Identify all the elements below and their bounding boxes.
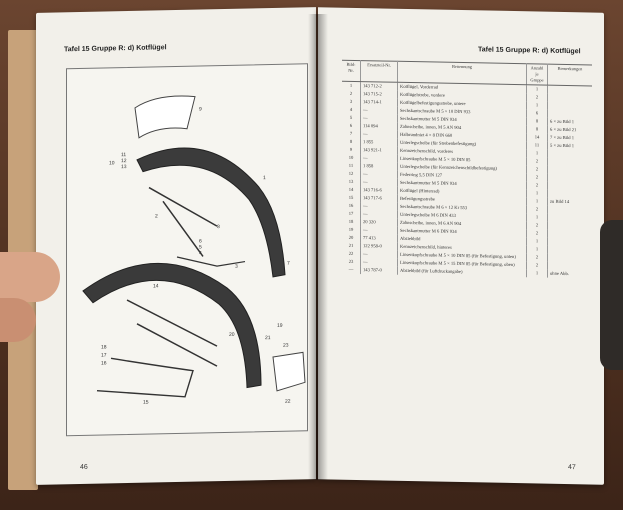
callout-2: 2 [155, 213, 158, 219]
left-finger [0, 298, 36, 342]
rear-fender [82, 262, 262, 389]
front-number-plate [134, 95, 196, 139]
callout-8: 8 [217, 224, 220, 230]
table-cell: 1 [526, 84, 548, 94]
left-page-header: Tafel 15 Gruppe R: d) Kotflügel [64, 44, 167, 54]
col-bild-nr: Bild-Nr. [342, 60, 361, 82]
callout-17: 17 [101, 352, 107, 358]
fender-illustration: 9 1 10 11 12 13 2 8 7 6 5 4 3 14 18 17 1… [66, 63, 308, 437]
table-cell: 143 787-0 [360, 266, 398, 275]
callout-20: 20 [229, 332, 235, 338]
parts-table: Bild-Nr. Ersatzteil-Nr. Benennung Anzahl… [342, 60, 592, 279]
left-thumb [0, 252, 60, 302]
right-hand [600, 220, 623, 370]
fender-exploded-view: 9 1 10 11 12 13 2 8 7 6 5 4 3 14 18 17 1… [82, 95, 306, 406]
callout-21: 21 [265, 335, 271, 341]
callout-3: 3 [235, 264, 238, 270]
right-page-number: 47 [568, 464, 576, 472]
open-book: Tafel 15 Gruppe R: d) Kotflügel 9 1 [36, 7, 604, 488]
callout-13: 13 [121, 164, 127, 170]
col-benennung: Benennung [397, 61, 527, 85]
callout-15: 15 [143, 400, 149, 406]
col-anzahl: Anzahl je Gruppe [526, 63, 548, 86]
col-bemerkungen: Bemerkungen [547, 64, 592, 87]
callout-19: 19 [277, 323, 283, 329]
callout-23: 23 [283, 343, 289, 349]
callout-1: 1 [263, 175, 266, 181]
table-cell: 1 [526, 269, 548, 278]
callout-9: 9 [199, 106, 202, 112]
table-cell: Abziehbild (für Luftdruckangabe) [397, 266, 527, 278]
table-cell: 1 [342, 81, 361, 91]
rear-fender-stays [126, 299, 218, 367]
col-ersatzteil-nr: Ersatzteil-Nr. [360, 60, 398, 83]
callout-5: 5 [199, 244, 202, 250]
callout-12: 12 [121, 158, 127, 164]
callout-14: 14 [153, 283, 159, 289]
callout-6: 6 [199, 238, 202, 244]
table-cell: ohne Abb. [550, 270, 569, 277]
callout-10: 10 [109, 160, 115, 166]
book-gutter [308, 14, 328, 480]
table-cell: — [342, 265, 361, 275]
callout-18: 18 [101, 344, 107, 350]
right-page: Tafel 15 Gruppe R: d) Kotflügel Bild-Nr.… [318, 7, 604, 485]
callout-7: 7 [287, 261, 290, 267]
callout-4: 4 [199, 250, 202, 256]
rear-number-plate [272, 351, 306, 392]
front-fender-stays [148, 186, 218, 257]
rear-mount-stay [96, 357, 194, 398]
front-fender [136, 147, 286, 278]
front-lower-stay [176, 256, 246, 267]
callout-11: 11 [121, 152, 126, 158]
callout-16: 16 [101, 360, 107, 366]
right-page-header: Tafel 15 Gruppe R: d) Kotflügel [478, 46, 581, 56]
callout-22: 22 [285, 399, 291, 405]
left-page-number: 46 [80, 463, 88, 472]
left-page: Tafel 15 Gruppe R: d) Kotflügel 9 1 [36, 7, 316, 485]
